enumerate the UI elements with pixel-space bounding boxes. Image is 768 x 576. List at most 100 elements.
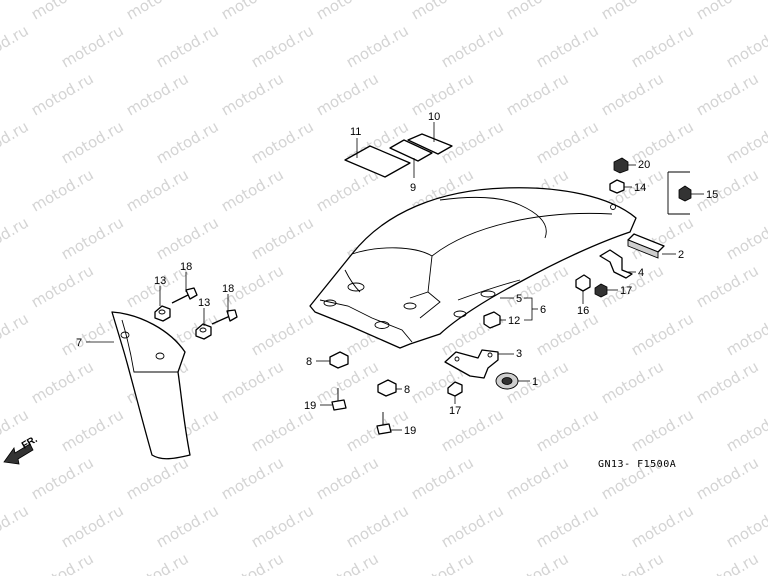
watermark-text: motod.ru [503,0,572,23]
watermark-text: motod.ru [598,261,667,311]
watermark-text: motod.ru [58,213,127,263]
watermark-text: motod.ru [408,0,477,23]
callout-14: 14 [634,182,646,194]
watermark-text: motod.ru [123,453,192,503]
nut-13b [195,323,212,340]
watermark-text: motod.ru [153,213,222,263]
watermark-text: motod.ru [218,453,287,503]
watermark-text: motod.ru [408,69,477,119]
pad-11 [344,145,411,178]
nut-17a [594,283,608,298]
callout-7: 7 [76,337,82,349]
nut-14 [609,179,625,194]
watermark-text: motod.ru [248,309,317,359]
callout-20: 20 [638,159,650,171]
watermark-text: motod.ru [343,501,412,551]
watermark-text: motod.ru [0,501,32,551]
watermark-text: motod.ru [628,21,697,71]
watermark-text: motod.ru [123,549,192,576]
grommet-1 [495,372,519,390]
callout-16: 16 [577,305,589,317]
callout-4: 4 [638,267,644,279]
callout-17b: 17 [449,405,461,417]
watermark-text: motod.ru [218,165,287,215]
watermark-text: motod.ru [598,549,667,576]
watermark-text: motod.ru [343,21,412,71]
watermark-text: motod.ru [123,0,192,23]
watermark-text: motod.ru [313,453,382,503]
watermark-text: motod.ru [723,117,768,167]
watermark-text: motod.ru [313,0,382,23]
callout-11: 11 [350,126,361,138]
grommet-12 [483,311,501,329]
callout-8b: 8 [404,384,410,396]
watermark-text: motod.ru [438,501,507,551]
watermark-text: motod.ru [218,549,287,576]
watermark-text: motod.ru [503,69,572,119]
watermark-text: motod.ru [723,405,768,455]
watermark-text: motod.ru [58,405,127,455]
callout-18a: 18 [180,261,192,273]
watermark-text: motod.ru [313,69,382,119]
callout-12: 12 [508,315,520,327]
callout-labels: 11 10 9 13 18 13 18 7 8 8 19 19 3 1 17 5… [76,111,718,437]
watermark-text: motod.ru [248,405,317,455]
callout-17a: 17 [620,285,632,297]
inset-box-15 [667,171,692,215]
watermark-text: motod.ru [28,69,97,119]
nut-17b [447,381,463,397]
watermark-text: motod.ru [58,21,127,71]
watermark-text: motod.ru [408,549,477,576]
screw-19b [376,412,392,435]
callout-10: 10 [428,111,440,123]
bracket-4 [599,249,633,279]
bolt-20 [613,157,629,174]
callout-6: 6 [540,304,546,316]
callout-1: 1 [532,376,538,388]
watermark-text: motod.ru [28,261,97,311]
nut-13a [154,305,171,322]
watermark-text: motod.ru [533,501,602,551]
watermark-text: motod.ru [28,165,97,215]
watermark-text: motod.ru [123,69,192,119]
pad-10 [407,133,453,155]
watermark-text: motod.ru [0,117,32,167]
watermark-text: motod.ru [0,453,2,503]
watermark-text: motod.ru [438,117,507,167]
watermark-text: motod.ru [28,357,97,407]
callout-19b: 19 [404,425,416,437]
watermark-text: motod.ru [248,213,317,263]
watermark-text: motod.ru [0,213,32,263]
watermark-text: motod.ru [248,21,317,71]
watermark-text: motod.ru [693,453,762,503]
watermark-text: motod.ru [0,357,2,407]
pad-9 [389,139,433,162]
front-direction-label: FR. [20,434,40,452]
watermark-text: motod.ru [218,357,287,407]
watermark-text: motod.ru [343,405,412,455]
plate-2 [627,233,665,259]
watermark-text: motod.ru [123,165,192,215]
watermark-text: motod.ru [723,309,768,359]
watermark-text: motod.ru [723,213,768,263]
screw-19a [331,388,347,411]
grommet-8b [377,379,397,397]
watermark-text: motod.ru [0,261,2,311]
callout-3: 3 [516,348,522,360]
watermark-text: motod.ru [693,165,762,215]
bracket-3 [444,349,499,379]
watermark-text: motod.ru [313,165,382,215]
callout-13a: 13 [154,275,166,287]
watermark-text: motod.ru [408,453,477,503]
nut-16 [575,274,591,292]
watermark-text: motod.ru [503,549,572,576]
watermark-text: motod.ru [533,117,602,167]
callout-19a: 19 [304,400,316,412]
watermark-text: motod.ru [0,309,32,359]
watermark-text: motod.ru [0,0,2,23]
watermark-text: motod.ru [153,21,222,71]
watermark-text: motod.ru [153,117,222,167]
watermark-text: motod.ru [218,0,287,23]
diagram-code: GN13- F1500A [598,459,676,470]
